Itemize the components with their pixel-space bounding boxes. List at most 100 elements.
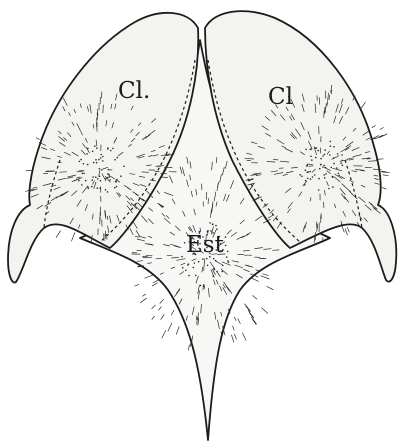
stipple-dot xyxy=(330,141,332,143)
hatch-stroke xyxy=(367,159,371,160)
stipple-dot xyxy=(312,176,314,178)
stipple-dot xyxy=(324,149,326,151)
hatch-stroke xyxy=(323,202,324,208)
stipple-dot xyxy=(310,148,312,150)
stipple-dot xyxy=(112,148,114,150)
stipple-dot xyxy=(120,175,122,177)
hatch-stroke xyxy=(380,128,383,130)
hatch-stroke xyxy=(261,276,270,279)
stipple-dot xyxy=(203,286,205,288)
stipple-dot xyxy=(188,275,190,277)
stipple-dot xyxy=(228,262,230,264)
stipple-dot xyxy=(336,167,338,169)
stipple-dot xyxy=(305,180,307,182)
stipple-dot xyxy=(331,167,333,169)
stipple-dot xyxy=(213,275,215,277)
stipple-dot xyxy=(200,285,202,287)
hatch-stroke xyxy=(245,304,251,311)
hatch-stroke xyxy=(243,333,247,341)
stipple-dot xyxy=(333,146,335,148)
stipple-dot xyxy=(202,258,204,260)
stipple-dot xyxy=(97,178,99,180)
stipple-dot xyxy=(95,176,97,178)
hatch-stroke xyxy=(160,300,164,304)
stipple-dot xyxy=(93,162,95,164)
stipple-dot xyxy=(323,165,325,167)
stipple-dot xyxy=(341,160,343,162)
stipple-dot xyxy=(91,186,93,188)
hatch-stroke xyxy=(176,327,179,335)
hatch-stroke xyxy=(372,126,375,128)
stipple-dot xyxy=(214,269,216,271)
stipple-dot xyxy=(83,163,85,165)
stipple-dot xyxy=(225,236,227,238)
hatch-stroke xyxy=(325,91,326,98)
stipple-dot xyxy=(91,179,93,181)
stipple-dot xyxy=(110,150,112,152)
episternum-label: Est xyxy=(186,232,225,258)
stipple-dot xyxy=(226,256,228,258)
hatch-stroke xyxy=(262,308,268,314)
hatch-stroke xyxy=(143,294,146,296)
hatch-stroke xyxy=(309,166,313,167)
hatch-stroke xyxy=(135,284,139,286)
stipple-dot xyxy=(337,153,339,155)
hatch-stroke xyxy=(234,317,236,320)
stipple-dot xyxy=(225,245,227,247)
stipple-dot xyxy=(109,179,111,181)
stipple-dot xyxy=(107,173,109,175)
stipple-dot xyxy=(332,176,334,178)
stipple-dot xyxy=(81,184,83,186)
stipple-dot xyxy=(198,261,200,263)
stipple-dot xyxy=(316,147,318,149)
hatch-stroke xyxy=(324,111,325,118)
stipple-dot xyxy=(206,258,208,260)
stipple-dot xyxy=(98,159,100,161)
stipple-dot xyxy=(96,147,98,149)
hatch-stroke xyxy=(345,229,347,235)
stipple-dot xyxy=(301,176,303,178)
stipple-dot xyxy=(97,187,99,189)
stipple-dot xyxy=(299,174,301,176)
stipple-dot xyxy=(99,176,101,178)
stipple-dot xyxy=(82,173,84,175)
stipple-dot xyxy=(328,188,330,190)
hatch-stroke xyxy=(251,317,256,324)
left-clavicle-label: Cl. xyxy=(118,78,150,104)
stipple-dot xyxy=(92,176,94,178)
stipple-dot xyxy=(100,180,102,182)
stipple-dot xyxy=(306,165,308,167)
stipple-dot xyxy=(213,258,215,260)
stipple-dot xyxy=(338,175,340,177)
stipple-dot xyxy=(216,228,218,230)
hatch-stroke xyxy=(252,319,256,324)
stipple-dot xyxy=(315,157,317,159)
stipple-dot xyxy=(215,225,217,227)
hatch-stroke xyxy=(267,162,275,163)
stipple-dot xyxy=(123,166,125,168)
stipple-dot xyxy=(325,167,327,169)
hatch-stroke xyxy=(56,231,60,238)
stipple-dot xyxy=(340,162,342,164)
hatch-stroke xyxy=(361,102,366,108)
hatch-stroke xyxy=(267,286,273,289)
stipple-dot xyxy=(114,187,116,189)
stipple-dot xyxy=(195,275,197,277)
stipple-dot xyxy=(87,164,89,166)
hatch-stroke xyxy=(152,316,155,319)
stipple-dot xyxy=(100,154,102,156)
stipple-dot xyxy=(87,148,89,150)
stipple-dot xyxy=(318,178,320,180)
stipple-dot xyxy=(105,189,107,191)
stipple-dot xyxy=(100,157,102,159)
stipple-dot xyxy=(188,263,190,265)
hatch-stroke xyxy=(382,172,390,173)
hatch-stroke xyxy=(36,138,39,140)
stipple-dot xyxy=(319,168,321,170)
stipple-dot xyxy=(227,251,229,253)
stipple-dot xyxy=(83,173,85,175)
stipple-dot xyxy=(307,171,309,173)
stipple-dot xyxy=(102,156,104,158)
hatch-stroke xyxy=(145,275,153,278)
